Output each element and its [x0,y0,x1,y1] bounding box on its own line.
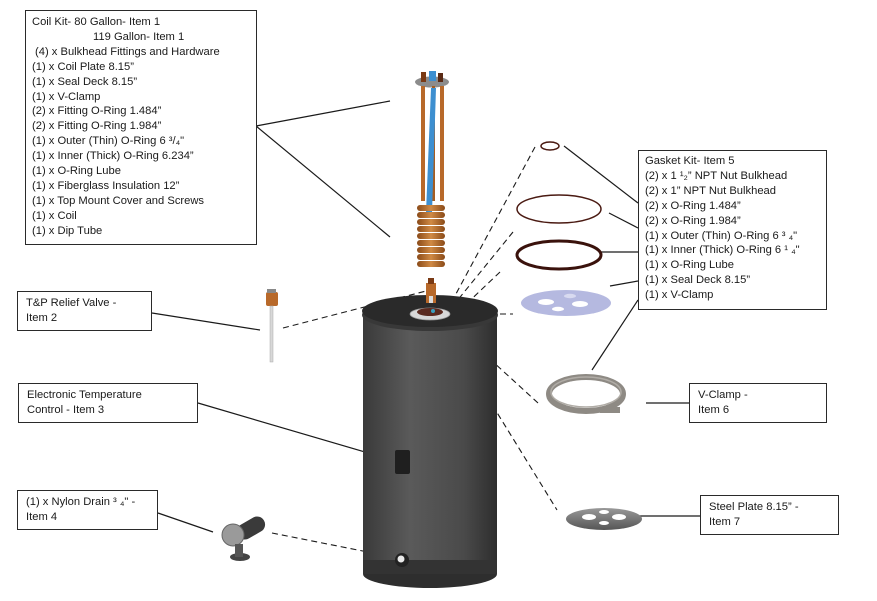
v-clamp-line1: V-Clamp - [698,389,748,401]
temp-control-line1: Electronic Temperature [27,389,142,401]
coil-kit-item: (1) x Coil Plate 8.15” [32,60,134,73]
leader-gasket-2 [608,212,639,229]
callout-nylon-drain: (1) x Nylon Drain ³ ₄" - Item 4 [17,490,158,530]
tp-relief-valve [266,289,278,363]
coil-kit-item: (1) x Seal Deck 8.15” [32,75,138,88]
coil-kit-item: (1) x O-Ring Lube [32,165,121,178]
leader-gasket-4 [609,280,639,287]
steel-plate-line1: Steel Plate 8.15” - [709,501,799,513]
gasket-kit-item: (2) x O-Ring 1.984” [645,214,741,227]
coil-assembly [415,71,449,267]
coil-kit-item: (1) x Dip Tube [32,224,103,237]
callout-v-clamp: V-Clamp - Item 6 [689,383,827,423]
gasket-kit-item: (2) x O-Ring 1.484” [645,199,741,212]
coil-kit-item: (2) x Fitting O-Ring 1.484” [32,105,162,118]
coil-kit-item: (1) x Coil [32,209,77,222]
v-clamp-part [546,374,626,414]
callout-tp-relief-valve: T&P Relief Valve - Item 2 [17,291,152,331]
coil-kit-heading: Coil Kit- 80 Gallon- Item 1 [32,16,161,28]
coil-kit-item: (1) x Inner (Thick) O-Ring 6.234” [32,150,194,163]
coil-kit-item: (2) x Fitting O-Ring 1.984” [32,120,162,133]
tp-valve-line2: Item 2 [26,311,58,324]
callout-temperature-control: Electronic Temperature Control - Item 3 [18,383,198,423]
leader-tp-valve [151,312,261,331]
v-clamp-line2: Item 6 [698,403,730,416]
inner-o-ring [515,239,603,271]
nylon-drain [221,516,266,561]
coil-kit-heading2: 119 Gallon- Item 1 [93,30,185,43]
coil-kit-item: (4) x Bulkhead Fittings and Hardware [35,45,220,58]
top-fitting [426,278,436,303]
gasket-kit-item: (1) x Seal Deck 8.15” [645,274,751,287]
gasket-kit-item: (2) x 1 ¹₂” NPT Nut Bulkhead [645,169,788,182]
small-o-ring [540,141,560,151]
coil-kit-item: (1) x Top Mount Cover and Screws [32,194,205,207]
callout-coil-kit: Coil Kit- 80 Gallon- Item 1 119 Gallon- … [25,10,257,245]
steel-plate-part [566,508,642,530]
gasket-kit-item: (2) x 1” NPT Nut Bulkhead [645,184,776,197]
gasket-parts [515,141,603,271]
leader-coil-kit-lower [255,125,391,238]
coil-kit-item: (1) x Fiberglass Insulation 12” [32,179,180,192]
steel-plate-line2: Item 7 [709,515,741,528]
leader-drain [157,512,214,533]
coil-kit-item: (1) x V-Clamp [32,90,101,103]
tp-valve-line1: T&P Relief Valve - [26,297,117,309]
leader-gasket-5 [591,299,639,371]
callout-steel-plate: Steel Plate 8.15” - Item 7 [700,495,839,535]
gasket-kit-item: (1) x Outer (Thin) O-Ring 6 ³ ₄" [645,229,798,242]
temperature-control-box [395,450,410,474]
leader-coil-kit-upper [255,100,391,127]
leader-gasket-1 [563,145,639,204]
gasket-kit-heading: Gasket Kit- Item 5 [645,155,735,167]
tank [362,295,498,588]
coil-kit-item: (1) x Outer (Thin) O-Ring 6 ³/₄" [32,135,185,148]
drain-line2: Item 4 [26,510,58,523]
gasket-kit-item: (1) x O-Ring Lube [645,259,734,272]
temp-control-line2: Control - Item 3 [27,403,105,416]
seal-deck [521,290,611,316]
leader-temp-control [197,402,393,461]
outer-o-ring [516,194,602,224]
gasket-kit-item: (1) x Inner (Thick) O-Ring 6 ¹ ₄" [645,244,800,257]
gasket-kit-item: (1) x V-Clamp [645,289,714,302]
drain-line1: (1) x Nylon Drain ³ ₄" - [26,496,136,508]
callout-gasket-kit: Gasket Kit- Item 5 (2) x 1 ¹₂” NPT Nut B… [638,150,827,310]
